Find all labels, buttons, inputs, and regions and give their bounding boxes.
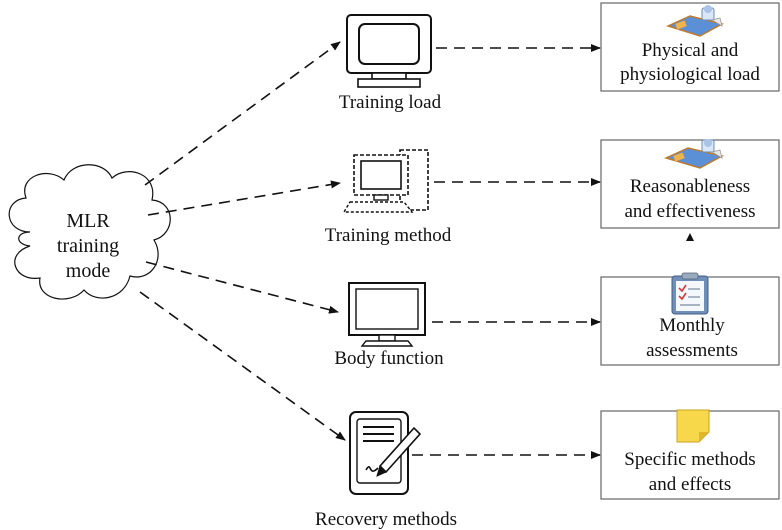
- cloud-line-2: training: [57, 235, 119, 257]
- clipboard-checklist-icon: [671, 272, 709, 315]
- lcd-monitor-icon: [348, 282, 426, 347]
- label-recovery-methods: Recovery methods: [315, 509, 457, 530]
- monitor-icon: [346, 14, 432, 88]
- label-training-method: Training method: [325, 225, 452, 246]
- small-up-arrow: [686, 233, 694, 241]
- result-box-physical-load: Physical and physiological load: [600, 2, 780, 92]
- label-training-load: Training load: [339, 92, 442, 113]
- office-desk-icon: [665, 5, 725, 37]
- result-box-reasonableness: Reasonableness and effectiveness: [600, 139, 780, 229]
- result-reason-line-2: and effectiveness: [624, 201, 755, 222]
- tablet-pen-icon: [349, 411, 422, 495]
- sticky-note-icon: [676, 409, 710, 443]
- result-specific-line-1: Specific methods: [624, 449, 755, 470]
- result-monthly-line-2: assessments: [646, 340, 738, 361]
- result-specific-line-2: and effects: [649, 474, 731, 495]
- result-monthly-line-1: Monthly: [659, 315, 725, 336]
- label-body-function: Body function: [334, 348, 444, 369]
- result-box-monthly: Monthly assessments: [600, 272, 780, 366]
- arrow-cloud-to-body-function: [145, 261, 339, 314]
- office-desk-icon: [663, 139, 725, 169]
- result-box-specific: Specific methods and effects: [600, 409, 780, 500]
- cloud-shape: [8, 164, 171, 300]
- cloud-line-3: mode: [66, 260, 111, 282]
- arrow-cloud-to-training-method: [147, 180, 341, 216]
- result-reason-line-1: Reasonableness: [630, 176, 750, 197]
- result-physical-line-2: physiological load: [620, 64, 760, 85]
- cloud-line-1: MLR: [66, 210, 110, 232]
- desktop-computer-icon: [342, 149, 429, 213]
- result-physical-line-1: Physical and: [642, 40, 739, 61]
- arrow-cloud-to-training-load: [144, 41, 341, 186]
- cloud-node: MLR training mode: [8, 164, 171, 300]
- arrow-cloud-to-recovery-methods: [139, 291, 346, 441]
